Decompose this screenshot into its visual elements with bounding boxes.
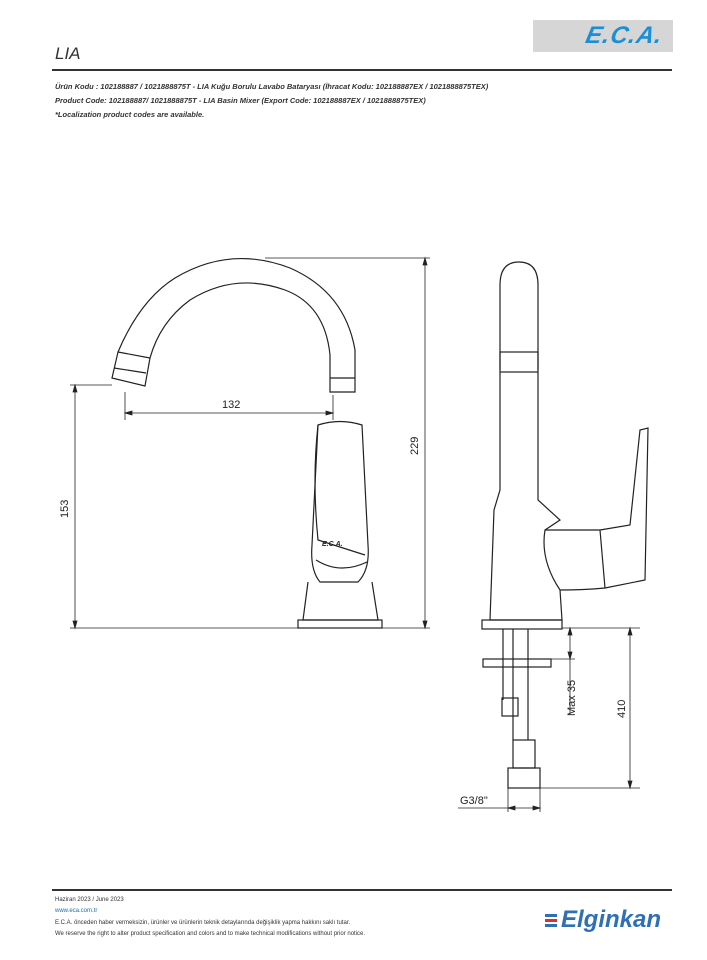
localization-note: *Localization product codes are availabl… (55, 110, 205, 119)
dim-total-height: 229 (409, 437, 421, 455)
spout (111, 257, 356, 393)
body-side (489, 372, 563, 621)
handle-side (545, 427, 649, 591)
footer-notice-en: We reserve the right to alter product sp… (55, 931, 366, 937)
eca-logo: E.C.A. (533, 20, 673, 52)
footer-divider (52, 889, 672, 891)
hose-nut (512, 739, 536, 769)
dim-max-thickness: Max 35 (566, 680, 578, 716)
footer-notice-tr: E.C.A. önceden haber vermeksizin, ürünle… (55, 920, 351, 926)
product-code-en: Product Code: 102188887/ 1021888875T - L… (55, 96, 426, 105)
elginkan-logo-text: Elginkan (561, 906, 662, 933)
spout-side (499, 261, 539, 370)
body (311, 420, 369, 583)
page-title: LIA (55, 44, 81, 63)
handle (314, 424, 366, 556)
elginkan-logo-mark (545, 913, 557, 927)
product-code-tr: Ürün Kodu : 102188887 / 1021888875T - LI… (55, 82, 489, 91)
dim-spout-height: 153 (59, 500, 71, 518)
header-divider (52, 69, 672, 71)
dim-hose-length: 410 (616, 700, 628, 718)
dim-connection: G3/8" (460, 795, 488, 807)
footer-date: Haziran 2023 / June 2023 (55, 897, 124, 903)
side-view (458, 261, 649, 812)
footer-url[interactable]: www.eca.com.tr (55, 908, 98, 914)
base-neck (302, 581, 379, 621)
body-logo: E.C.A. (322, 541, 343, 548)
base-plate (297, 619, 383, 629)
elginkan-logo: Elginkan (545, 906, 661, 934)
aerator (113, 351, 151, 374)
mounting-plate (482, 658, 552, 668)
dim-spout-reach: 132 (222, 399, 240, 411)
front-view: E.C.A. (70, 256, 430, 630)
